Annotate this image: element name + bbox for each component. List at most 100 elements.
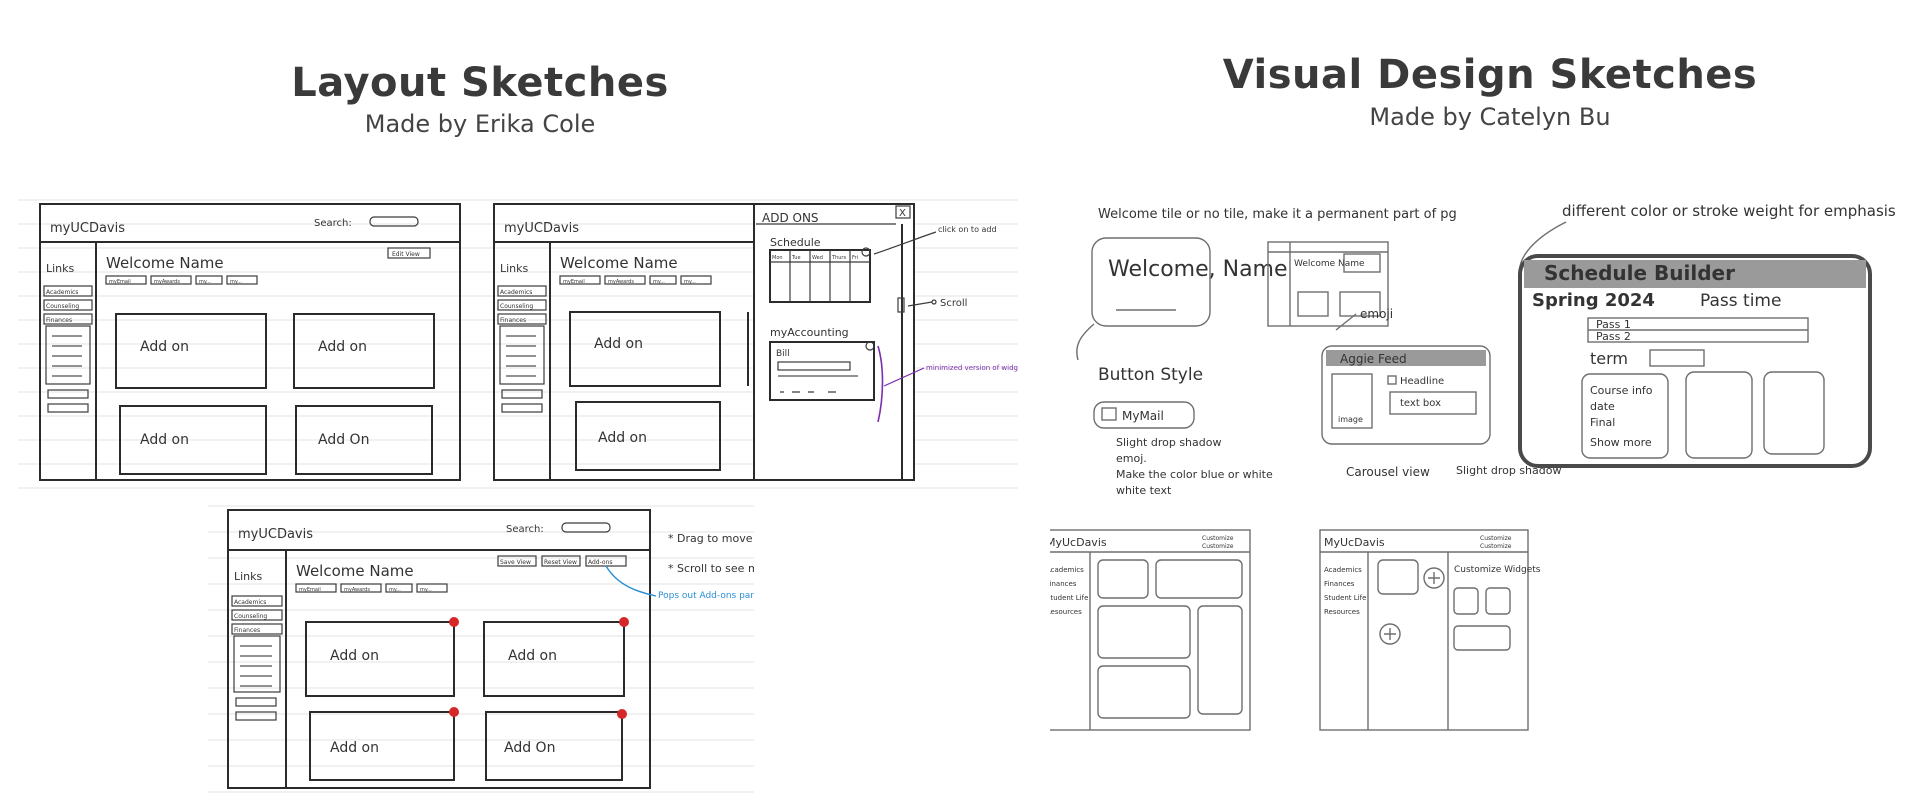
- addons-panel-title: ADD ONS: [762, 211, 819, 225]
- svg-text:date: date: [1590, 400, 1615, 413]
- svg-text:Add on: Add on: [598, 430, 647, 446]
- svg-text:Add-ons: Add-ons: [588, 559, 613, 566]
- svg-text:my...: my...: [420, 587, 432, 593]
- svg-text:myUCDavis: myUCDavis: [504, 221, 579, 236]
- layout-title: Layout Sketches: [291, 60, 669, 106]
- svg-text:Resources: Resources: [1050, 608, 1082, 616]
- layout-sketch-3: myUCDavis Search: Save View Reset View A…: [208, 505, 754, 793]
- svg-text:emoji: emoji: [1360, 307, 1393, 321]
- svg-text:Show more: Show more: [1590, 436, 1652, 449]
- svg-text:my...: my...: [684, 279, 696, 285]
- svg-text:Add on: Add on: [594, 336, 643, 352]
- svg-text:Add on: Add on: [318, 339, 367, 355]
- svg-text:Course info: Course info: [1590, 384, 1653, 397]
- svg-text:Slight drop shadow: Slight drop shadow: [1116, 436, 1221, 449]
- visual-sketches: Welcome tile or no tile, make it a perma…: [1050, 202, 1896, 731]
- svg-text:Add on: Add on: [508, 648, 557, 664]
- svg-text:MyUcDavis: MyUcDavis: [1050, 536, 1107, 549]
- svg-text:my...: my...: [389, 587, 401, 593]
- svg-text:emoj.: emoj.: [1116, 452, 1147, 465]
- svg-text:Button Style: Button Style: [1098, 365, 1203, 385]
- svg-text:Mon: Mon: [772, 255, 783, 261]
- svg-text:Search:: Search:: [506, 524, 544, 535]
- visual-title: Visual Design Sketches: [1222, 52, 1758, 98]
- sketch1-edit-label: Edit View: [392, 251, 420, 258]
- svg-text:myEmail: myEmail: [109, 279, 131, 285]
- remove-icon: [449, 707, 459, 717]
- svg-text:image: image: [1338, 415, 1363, 424]
- svg-text:Pops out Add-ons panel: Pops out Add-ons panel: [658, 591, 754, 601]
- svg-text:Final: Final: [1590, 416, 1615, 429]
- svg-text:Welcome Name: Welcome Name: [1294, 259, 1365, 269]
- svg-text:term: term: [1590, 349, 1628, 368]
- svg-text:white text: white text: [1116, 484, 1172, 497]
- svg-text:Carousel view: Carousel view: [1346, 465, 1430, 479]
- svg-text:Finances: Finances: [500, 317, 526, 324]
- svg-text:Schedule: Schedule: [770, 236, 821, 249]
- svg-text:different color or stroke weig: different color or stroke weight for emp…: [1562, 202, 1896, 220]
- svg-text:Add on: Add on: [330, 648, 379, 664]
- svg-text:Add on: Add on: [140, 339, 189, 355]
- svg-text:Schedule Builder: Schedule Builder: [1544, 261, 1735, 285]
- svg-text:Counseling: Counseling: [234, 613, 267, 620]
- svg-text:Customize: Customize: [1202, 543, 1234, 550]
- paper-lines-3: [208, 505, 754, 793]
- svg-text:Counseling: Counseling: [500, 303, 533, 310]
- svg-text:click on to add: click on to add: [938, 225, 997, 234]
- svg-text:Add on: Add on: [140, 432, 189, 448]
- svg-text:Links: Links: [234, 570, 263, 583]
- svg-text:Pass 1: Pass 1: [1596, 318, 1631, 331]
- svg-text:Add On: Add On: [504, 740, 555, 756]
- svg-text:Finances: Finances: [1050, 580, 1077, 588]
- svg-text:myAwards: myAwards: [608, 279, 634, 285]
- close-icon: X: [899, 208, 906, 219]
- svg-text:my...: my...: [653, 279, 665, 285]
- svg-text:MyUcDavis: MyUcDavis: [1324, 536, 1385, 549]
- svg-text:Bill: Bill: [776, 349, 790, 359]
- svg-text:Customize: Customize: [1480, 543, 1512, 550]
- mymail-button: MyMail: [1122, 409, 1164, 423]
- svg-text:Links: Links: [500, 262, 529, 275]
- svg-text:* Scroll to see more: * Scroll to see more: [668, 562, 754, 575]
- sketch1-logo: myUCDavis: [50, 221, 125, 236]
- sketch1-search-box: [369, 216, 419, 227]
- svg-text:myEmail: myEmail: [563, 279, 585, 285]
- layout-sketch-1: myUCDavis Search: Edit View Links Welcom…: [39, 203, 461, 481]
- svg-text:Student Life: Student Life: [1050, 594, 1088, 602]
- remove-icon: [449, 617, 459, 627]
- svg-text:Welcome tile or no tile, make: Welcome tile or no tile, make it a perma…: [1098, 207, 1457, 222]
- svg-text:Academics: Academics: [1324, 566, 1362, 574]
- svg-text:Welcome, Name: Welcome, Name: [1108, 257, 1288, 282]
- svg-text:Pass time: Pass time: [1700, 291, 1781, 311]
- svg-text:Save View: Save View: [500, 559, 531, 566]
- layout-subtitle: Made by Erika Cole: [364, 110, 596, 138]
- svg-text:Scroll: Scroll: [940, 298, 967, 309]
- svg-text:Make the color blue or white: Make the color blue or white: [1116, 468, 1273, 481]
- svg-text:myEmail: myEmail: [299, 587, 321, 593]
- svg-text:myUCDavis: myUCDavis: [238, 527, 313, 542]
- svg-text:Finances: Finances: [234, 627, 260, 634]
- svg-text:Aggie Feed: Aggie Feed: [1340, 352, 1407, 366]
- svg-text:Academics: Academics: [1050, 566, 1084, 574]
- svg-text:Finances: Finances: [46, 317, 72, 324]
- svg-text:Tue: Tue: [791, 255, 801, 261]
- svg-text:Thurs: Thurs: [831, 255, 846, 261]
- svg-text:Academics: Academics: [234, 599, 266, 606]
- visual-subtitle: Made by Catelyn Bu: [1369, 103, 1611, 131]
- svg-text:myAccounting: myAccounting: [770, 326, 849, 339]
- svg-text:Welcome Name: Welcome Name: [296, 562, 414, 580]
- remove-icon: [617, 709, 627, 719]
- svg-text:myAwards: myAwards: [154, 279, 180, 285]
- svg-text:Counseling: Counseling: [46, 303, 79, 310]
- sketch1-links: Links: [46, 262, 75, 275]
- svg-text:Add On: Add On: [318, 432, 369, 448]
- svg-text:myAwards: myAwards: [344, 587, 370, 593]
- svg-text:Wed: Wed: [812, 255, 823, 261]
- svg-text:my...: my...: [199, 279, 211, 285]
- sketch1-search-label: Search:: [314, 218, 352, 229]
- svg-text:Customize: Customize: [1480, 535, 1512, 542]
- svg-text:Student Life: Student Life: [1324, 594, 1366, 602]
- svg-text:* Drag to move around: * Drag to move around: [668, 532, 754, 545]
- svg-text:Customize Widgets: Customize Widgets: [1454, 565, 1541, 575]
- svg-text:Finances: Finances: [1324, 580, 1355, 588]
